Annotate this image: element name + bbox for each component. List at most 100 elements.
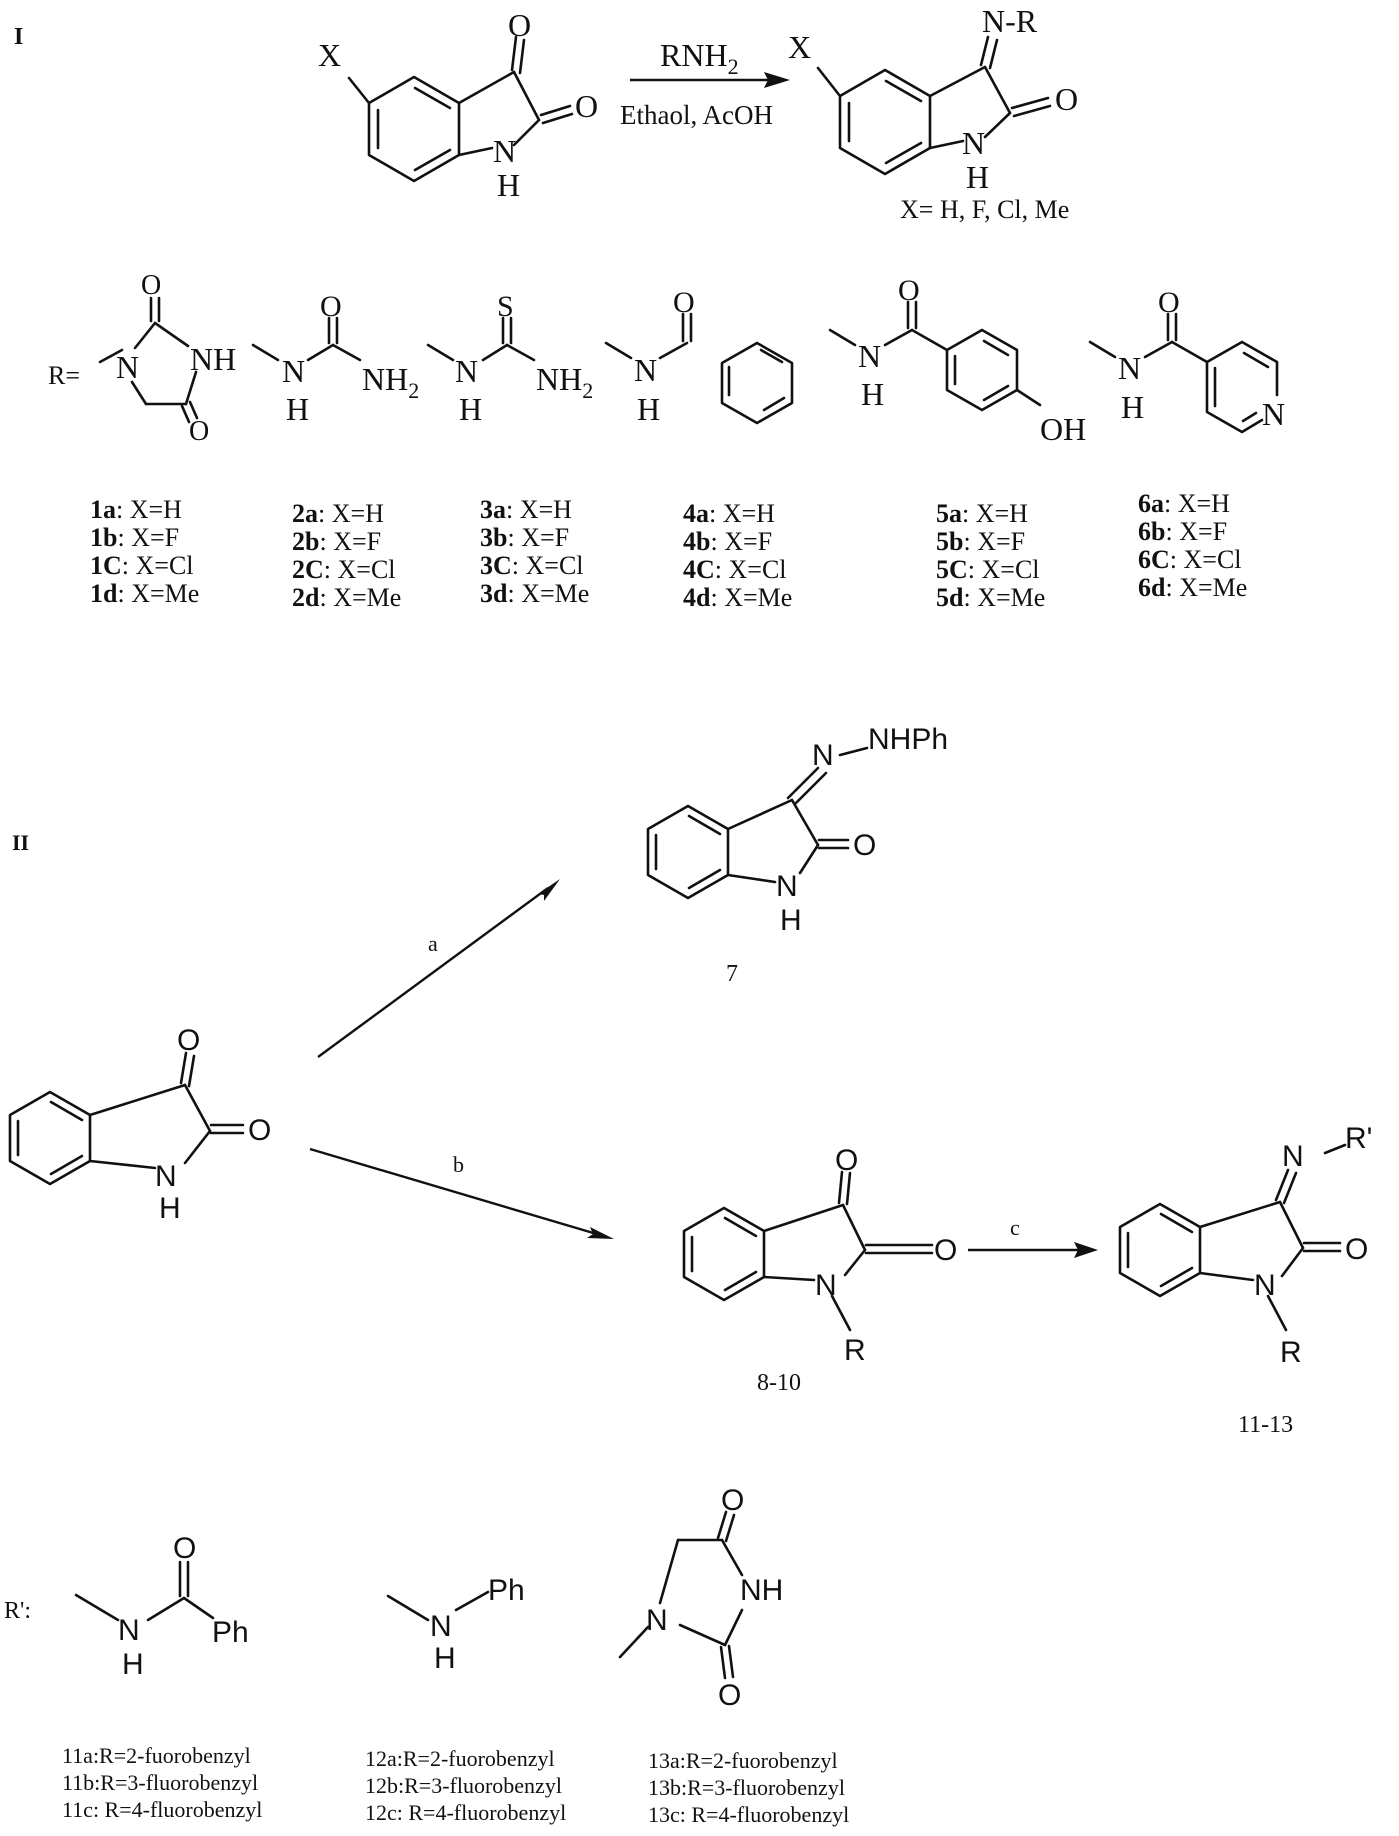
atom-o: O <box>320 290 342 323</box>
r-group-1-hydantoin: O N NH O <box>98 270 236 447</box>
compound-label: 3d: X=Me <box>480 579 589 608</box>
arrow-step-b: b <box>309 1147 614 1239</box>
compound-label: 5C: X=Cl <box>936 555 1040 584</box>
compound-label: 13b:R=3-fluorobenzyl <box>648 1775 845 1800</box>
compound-label: 12a:R=2-fuorobenzyl <box>365 1746 555 1771</box>
r-group-4-benzamide: O N H <box>604 286 794 427</box>
compound-number-7: 7 <box>726 961 738 987</box>
arrow-step-c: c <box>968 1215 1098 1258</box>
atom-o: O <box>1158 286 1180 319</box>
atom-ph: Ph <box>488 1574 525 1607</box>
compound-label: 2b: X=F <box>292 527 381 556</box>
atom-n: N <box>118 1614 140 1647</box>
r-group-5-hydroxybenzamide: O N H OH <box>828 274 1086 447</box>
atom-n: N <box>282 353 305 389</box>
conditions-label: Ethaol, AcOH <box>620 100 773 130</box>
r-group-3-thiosemicarbazide: S N H NH2 <box>426 290 593 427</box>
atom-r-prime: R' <box>1345 1122 1372 1155</box>
step-label-a: a <box>428 931 438 956</box>
atom-o: O <box>721 1484 744 1517</box>
atom-o: O <box>718 1679 741 1712</box>
r-prime-group-12: N H Ph <box>386 1574 525 1675</box>
compound-label: 3a: X=H <box>480 495 572 524</box>
r-prime-group-13: O NH N O <box>618 1484 783 1712</box>
compound-label: 12b:R=3-fluorobenzyl <box>365 1773 562 1798</box>
compound-label: 11b:R=3-fluorobenzyl <box>62 1770 258 1795</box>
atom-nh2: NH2 <box>536 361 593 403</box>
compound-label: 3C: X=Cl <box>480 551 584 580</box>
r-group-2-semicarbazide: O N H NH2 <box>251 290 419 427</box>
atom-n: N <box>155 1160 177 1193</box>
compound-label: 1d: X=Me <box>90 579 199 608</box>
atom-n: N <box>646 1604 668 1637</box>
atom-o: O <box>248 1114 271 1147</box>
arrow-step-a: a <box>317 879 560 1058</box>
reagent-label: RNH2 <box>660 37 739 79</box>
compound-labels-2: 2a: X=H 2b: X=F 2C: X=Cl 2d: X=Me <box>292 499 401 612</box>
section-label-II: II <box>12 830 29 855</box>
compound-label: 3b: X=F <box>480 523 569 552</box>
atom-h: H <box>434 1642 456 1675</box>
atom-n: N <box>1282 1140 1304 1173</box>
atom-o: O <box>508 7 531 43</box>
atom-n: N <box>858 338 881 374</box>
r-group-6-isonicotinamide: O N H N <box>1088 286 1285 434</box>
atom-o: O <box>853 829 876 862</box>
scheme-I-arrow: RNH2 Ethaol, AcOH <box>620 37 790 130</box>
atom-nh2: NH2 <box>362 361 419 403</box>
compound-label: 4d: X=Me <box>683 583 792 612</box>
compound-labels-5: 5a: X=H 5b: X=F 5C: X=Cl 5d: X=Me <box>936 499 1045 612</box>
compound-labels-11: 11a:R=2-fuorobenzyl 11b:R=3-fluorobenzyl… <box>62 1743 262 1822</box>
atom-n: N <box>455 353 478 389</box>
step-label-c: c <box>1010 1215 1020 1240</box>
scheme-I-product: X N-R O N H X= H, F, Cl, Me <box>788 3 1078 224</box>
atom-o: O <box>835 1144 858 1177</box>
atom-h: H <box>1121 389 1144 425</box>
scheme-II-isatin: O O N H <box>8 1024 271 1225</box>
compound-labels-12: 12a:R=2-fuorobenzyl 12b:R=3-fluorobenzyl… <box>365 1746 566 1825</box>
atom-o: O <box>1055 81 1078 117</box>
compound-label: 12c: R=4-fluorobenzyl <box>365 1800 566 1825</box>
r-equals-label: R= <box>48 361 80 390</box>
atom-r: R <box>844 1334 866 1367</box>
atom-o: O <box>575 88 598 124</box>
compound-label: 5b: X=F <box>936 527 1025 556</box>
atom-n: N <box>812 739 834 772</box>
atom-nhph: NHPh <box>868 723 948 756</box>
compound-label: 1C: X=Cl <box>90 551 194 580</box>
atom-n: N <box>815 1269 837 1302</box>
compound-label: 2d: X=Me <box>292 583 401 612</box>
compound-labels-13: 13a:R=2-fuorobenzyl 13b:R=3-fluorobenzyl… <box>648 1748 849 1827</box>
atom-h: H <box>637 391 660 427</box>
compound-labels-4: 4a: X=H 4b: X=F 4C: X=Cl 4d: X=Me <box>683 499 792 612</box>
atom-x: X <box>318 37 341 73</box>
compound-labels-3: 3a: X=H 3b: X=F 3C: X=Cl 3d: X=Me <box>480 495 589 608</box>
compound-labels-1: 1a: X=H 1b: X=F 1C: X=Cl 1d: X=Me <box>90 495 199 608</box>
compound-label: 6C: X=Cl <box>1138 545 1242 574</box>
atom-s: S <box>497 290 514 323</box>
compound-label: 5a: X=H <box>936 499 1028 528</box>
atom-h: H <box>122 1648 144 1681</box>
r-prime-label: R': <box>4 1598 31 1624</box>
atom-n: N <box>1118 350 1141 386</box>
atom-nh: NH <box>190 341 236 377</box>
compound-labels-6: 6a: X=H 6b: X=F 6C: X=Cl 6d: X=Me <box>1138 489 1247 602</box>
atom-o: O <box>934 1234 957 1267</box>
atom-n: N <box>776 870 798 903</box>
atom-n: N <box>493 133 516 169</box>
compound-number-11-13: 11-13 <box>1238 1412 1293 1438</box>
atom-o: O <box>173 1532 196 1565</box>
compound-label: 4b: X=F <box>683 527 772 556</box>
compound-label: 2C: X=Cl <box>292 555 396 584</box>
r-prime-group-11: O N H Ph <box>74 1532 249 1681</box>
section-label-I: I <box>14 24 23 50</box>
atom-o: O <box>177 1024 200 1057</box>
atom-o: O <box>141 270 161 301</box>
compound-label: 4C: X=Cl <box>683 555 787 584</box>
atom-h: H <box>459 391 482 427</box>
atom-n-r: N-R <box>982 3 1038 39</box>
atom-h: H <box>286 391 309 427</box>
scheme-I-reactant: X O O N H <box>318 7 598 203</box>
atom-n-pyridine: N <box>1262 396 1285 432</box>
